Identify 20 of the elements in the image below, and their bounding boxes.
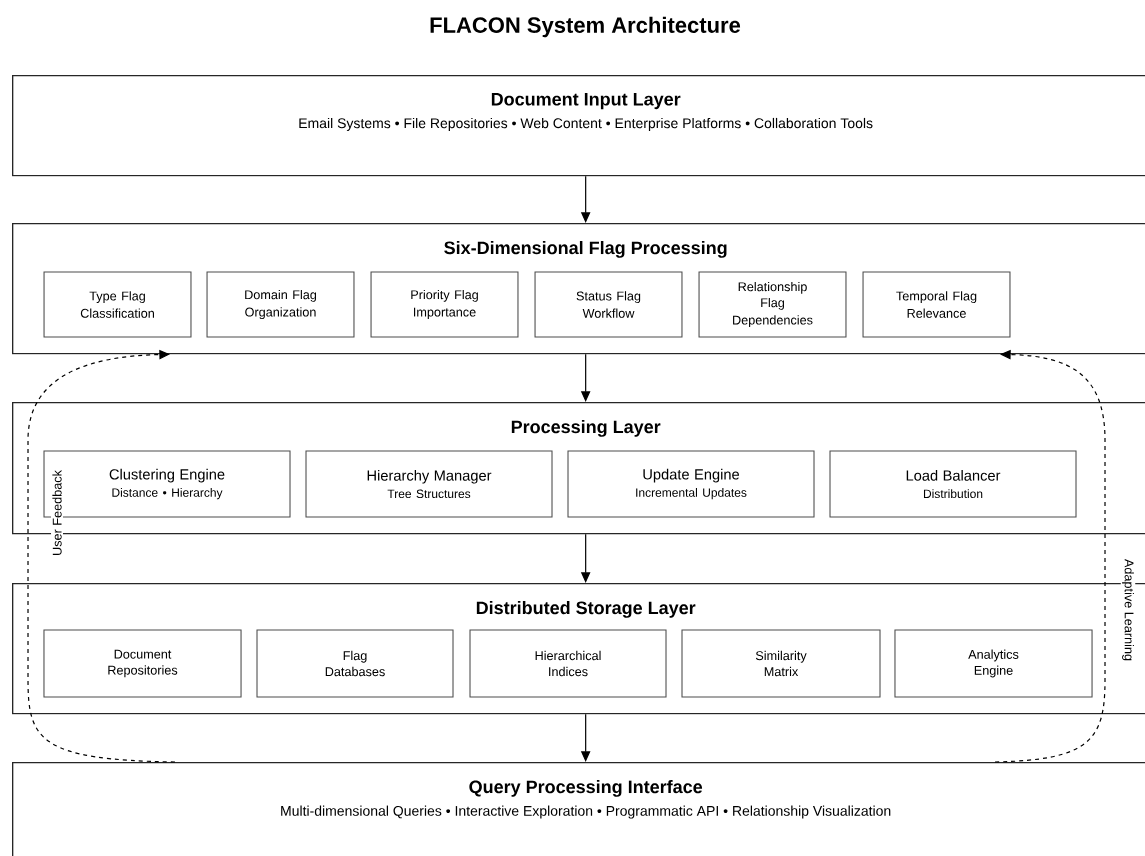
- title: FLACON System Architecture: [430, 16, 741, 38]
- flag-box: Status Flag Workflow: [534, 271, 683, 338]
- component-box: Load Balancer Distribution: [829, 450, 1077, 518]
- edge-label: User Feedback: [51, 468, 63, 558]
- component-box: Update Engine Incremental Updates: [567, 450, 815, 518]
- flag-box: Priority Flag Importance: [370, 271, 519, 338]
- flag-box: Type Flag Classification: [43, 271, 192, 338]
- storage-box: Document Repositories: [43, 629, 242, 698]
- component-box: Hierarchy Manager Tree Structures: [305, 450, 553, 518]
- storage-box: Similarity Matrix: [681, 629, 881, 698]
- edge-label: Adaptive Learning: [1120, 557, 1136, 663]
- flag-box: Temporal Flag Relevance: [862, 271, 1011, 338]
- arrow: [27, 349, 176, 763]
- layer-box: Query Processing Interface Multi-dimensional Queries • Interactive Exploration • Programmatic API • Relationship Visualization: [12, 762, 1145, 856]
- layer-box: Document Input Layer Email Systems • File Repositories • Web Content • Enterprise Platforms • Collaboration Tools: [12, 75, 1145, 177]
- storage-box: Flag Databases: [256, 629, 454, 698]
- storage-box: Hierarchical Indices: [469, 629, 667, 698]
- flag-box: Relationship Flag Dependencies: [698, 271, 847, 338]
- flag-box: Domain Flag Organization: [206, 271, 355, 338]
- storage-box: Analytics Engine: [894, 629, 1093, 698]
